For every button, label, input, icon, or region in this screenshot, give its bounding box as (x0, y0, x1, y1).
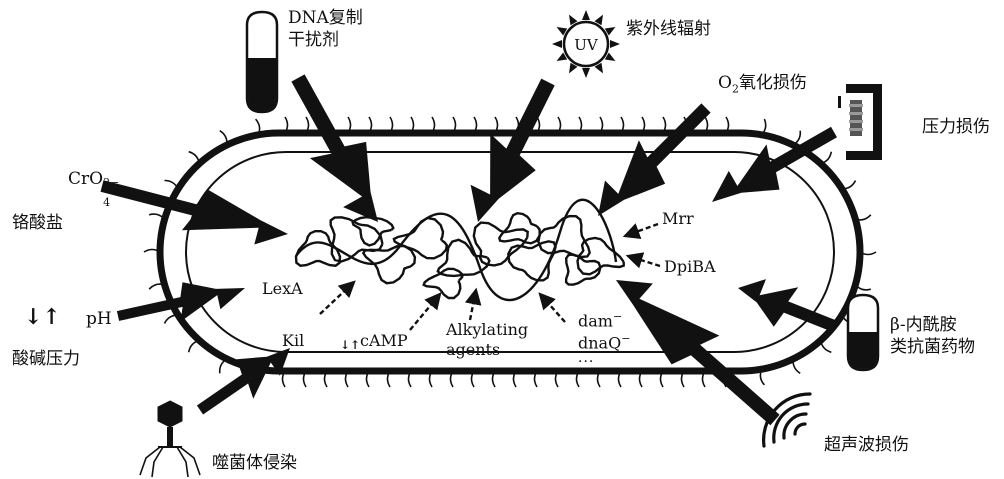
dam-label: dam− dnaQ− ··· (578, 308, 630, 371)
mrr-label: Mrr (662, 208, 694, 230)
acid-base-stress-label: 酸碱压力 (12, 348, 80, 370)
uv-label: UV (574, 36, 599, 54)
phage-infection-label: 噬菌体侵染 (212, 452, 297, 474)
dna-replication-inhibitor-label: DNA复制 干扰剂 (288, 7, 363, 51)
sun-icon: UV (552, 10, 620, 78)
chromate-label: 铬酸盐 (12, 212, 63, 234)
kil-label: Kil (282, 330, 304, 352)
alkylating-agents-label: Alkylating agents (446, 320, 528, 360)
pressure-damage-label: 压力损伤 (922, 116, 990, 138)
phage-icon (140, 401, 200, 477)
sun-ray (582, 68, 590, 78)
ph-label: pH (86, 308, 112, 330)
clamp-icon (838, 84, 882, 160)
camp-label: cAMP (360, 330, 408, 352)
sun-ray (582, 10, 590, 20)
test-tube-icon (247, 12, 277, 112)
ultrasound-damage-label: 超声波损伤 (824, 434, 909, 456)
sun-ray (552, 40, 562, 48)
camp-arrows: ↓↑ (340, 334, 360, 356)
lexa-label: LexA (262, 278, 303, 300)
uv-radiation-label: 紫外线辐射 (626, 18, 711, 40)
beta-lactam-label: β-内酰胺 类抗菌药物 (890, 314, 975, 358)
acid-base-arrows: ↓↑ (24, 306, 61, 328)
sun-ray (610, 40, 620, 48)
test-tube-icon (848, 295, 878, 370)
dpiba-label: DpiBA (664, 256, 716, 278)
phage-arrow (197, 348, 290, 415)
oxygen-damage-label: O2氧化损伤 (718, 72, 807, 100)
